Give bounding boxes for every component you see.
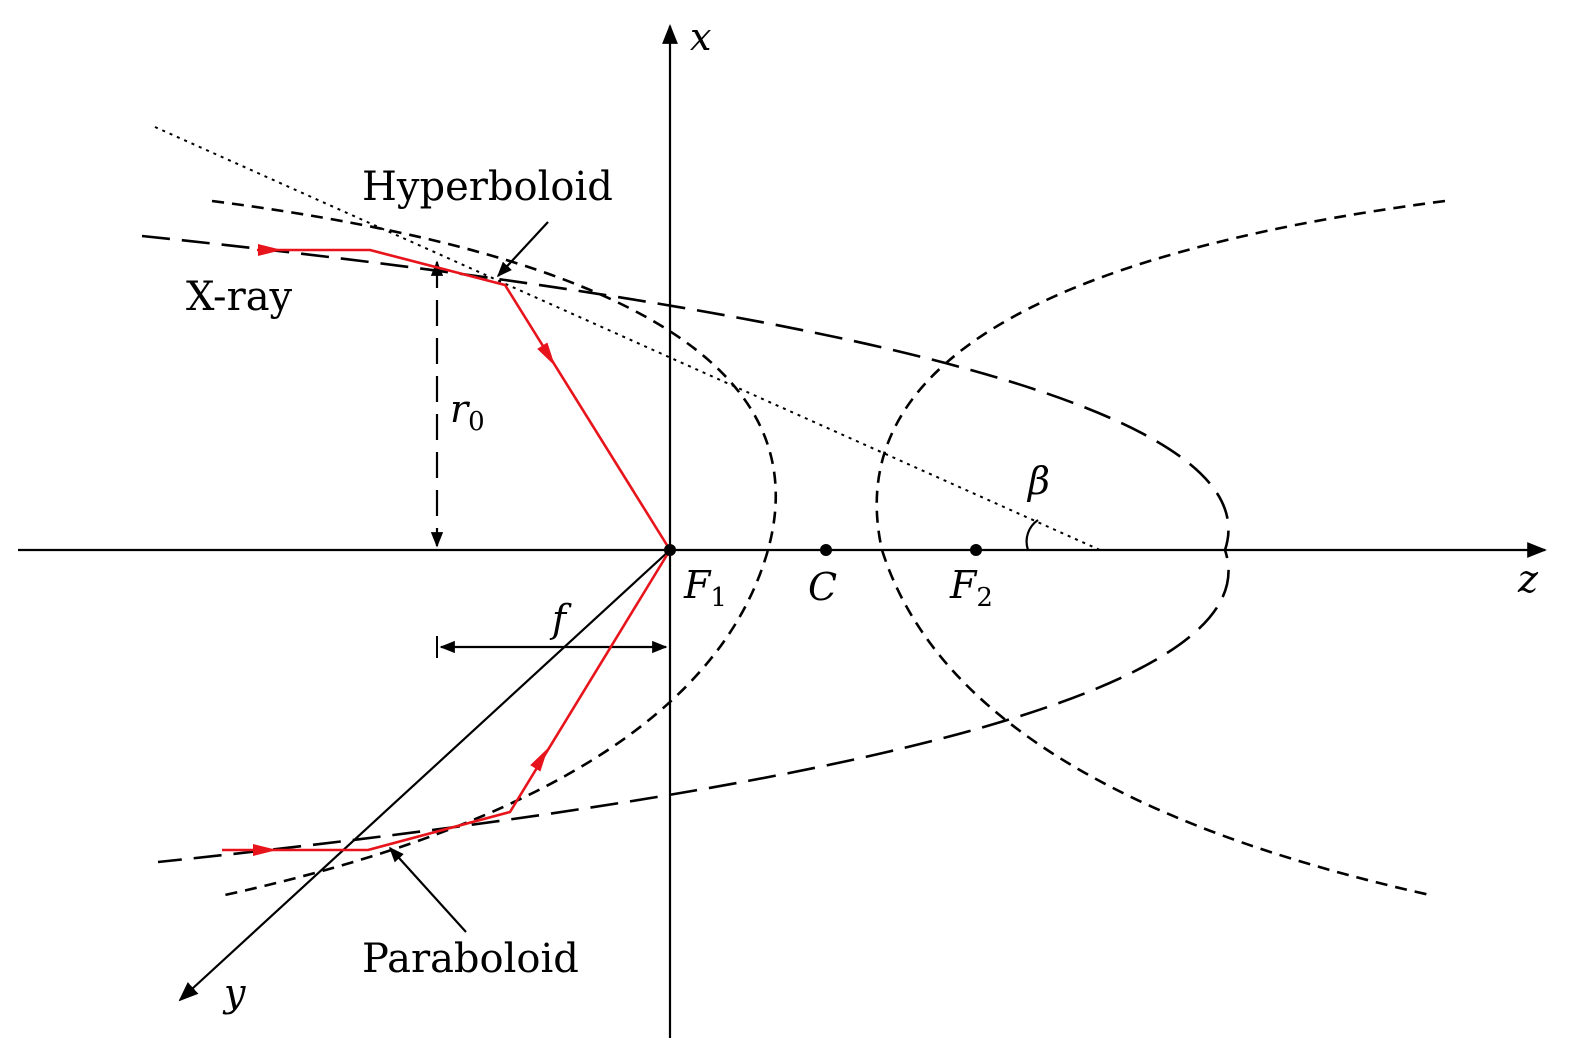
- axis-x-label: x: [690, 15, 711, 59]
- f1-label: F1: [683, 563, 727, 613]
- hyperboloid-right-branch: [875, 199, 1446, 897]
- ray-direction-arrow: [258, 244, 282, 256]
- paraboloid-leader: [388, 846, 467, 933]
- paraboloid-label: Paraboloid: [362, 936, 579, 982]
- xray-upper-path: [257, 244, 672, 551]
- c-point: [820, 544, 832, 556]
- ray-direction-arrow: [537, 342, 555, 366]
- y-axis: [178, 549, 671, 1002]
- asymptote-line: [154, 126, 1101, 551]
- hyperboloid-label: Hyperboloid: [362, 164, 613, 210]
- f2-label: F2: [949, 563, 993, 613]
- f2-point: [970, 544, 982, 556]
- ray-direction-arrow: [530, 748, 548, 772]
- hyperboloid-left-branch: [211, 199, 778, 897]
- paraboloid-curve: [141, 234, 1230, 864]
- beta-angle-arc: [1025, 519, 1039, 551]
- c-label: C: [808, 565, 837, 609]
- xray-lower-path: [222, 549, 672, 856]
- axis-z-label: z: [1517, 557, 1539, 601]
- beta-label: β: [1026, 459, 1050, 503]
- axis-y-label: y: [222, 971, 246, 1015]
- hyperboloid-leader: [496, 221, 549, 278]
- f-label: f: [549, 597, 572, 641]
- r0-label: r0: [450, 387, 485, 437]
- xray-label: X-ray: [186, 274, 293, 320]
- origin-point: [664, 544, 676, 556]
- ray-direction-arrow: [253, 844, 277, 856]
